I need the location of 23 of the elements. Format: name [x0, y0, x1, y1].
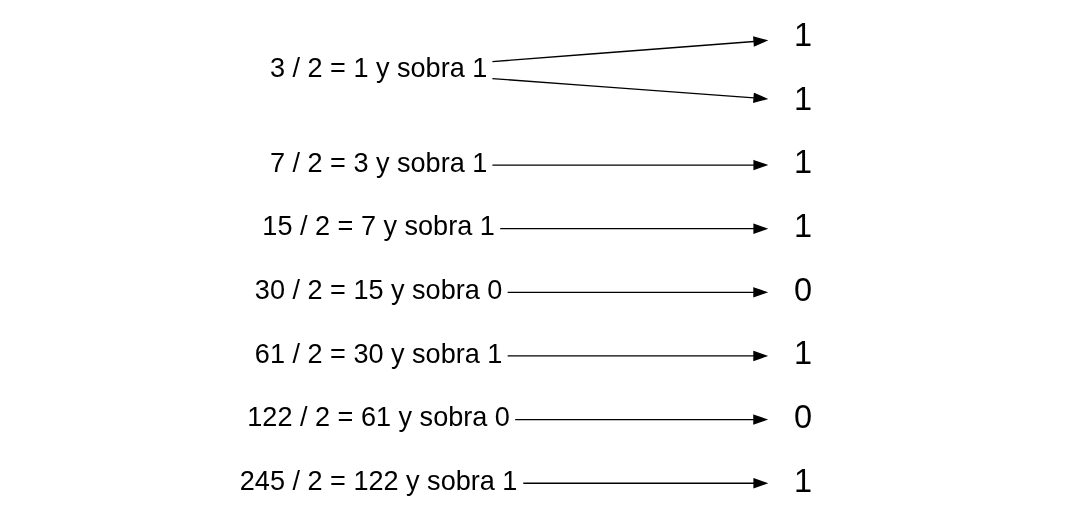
arrow: [499, 223, 769, 234]
arrow: [514, 414, 769, 425]
node-text: 1: [793, 208, 813, 245]
node-text: 0: [793, 271, 813, 308]
node-text: 1: [793, 335, 813, 372]
node-text: 245 / 2 = 122 y sobra 1: [239, 464, 518, 496]
node-text: 7 / 2 = 3 y sobra 1: [269, 146, 488, 178]
node-text: 1: [793, 462, 813, 499]
arrow: [506, 350, 769, 362]
arrow: [491, 77, 769, 104]
node-text: 15 / 2 = 7 y sobra 1: [262, 210, 495, 242]
arrow: [491, 159, 769, 171]
arrow: [522, 478, 769, 489]
node-text: 1: [793, 17, 813, 54]
node-text: 1: [793, 80, 813, 117]
node-text: 122 / 2 = 61 y sobra 0: [247, 401, 510, 433]
node-text: 30 / 2 = 15 y sobra 0: [254, 274, 503, 306]
node-text: 0: [793, 398, 813, 435]
arrow: [491, 36, 769, 63]
node-text: 61 / 2 = 30 y sobra 1: [254, 337, 503, 369]
node-text: 1: [793, 144, 813, 181]
node-text: 3 / 2 = 1 y sobra 1: [269, 52, 488, 84]
arrow: [506, 287, 769, 298]
